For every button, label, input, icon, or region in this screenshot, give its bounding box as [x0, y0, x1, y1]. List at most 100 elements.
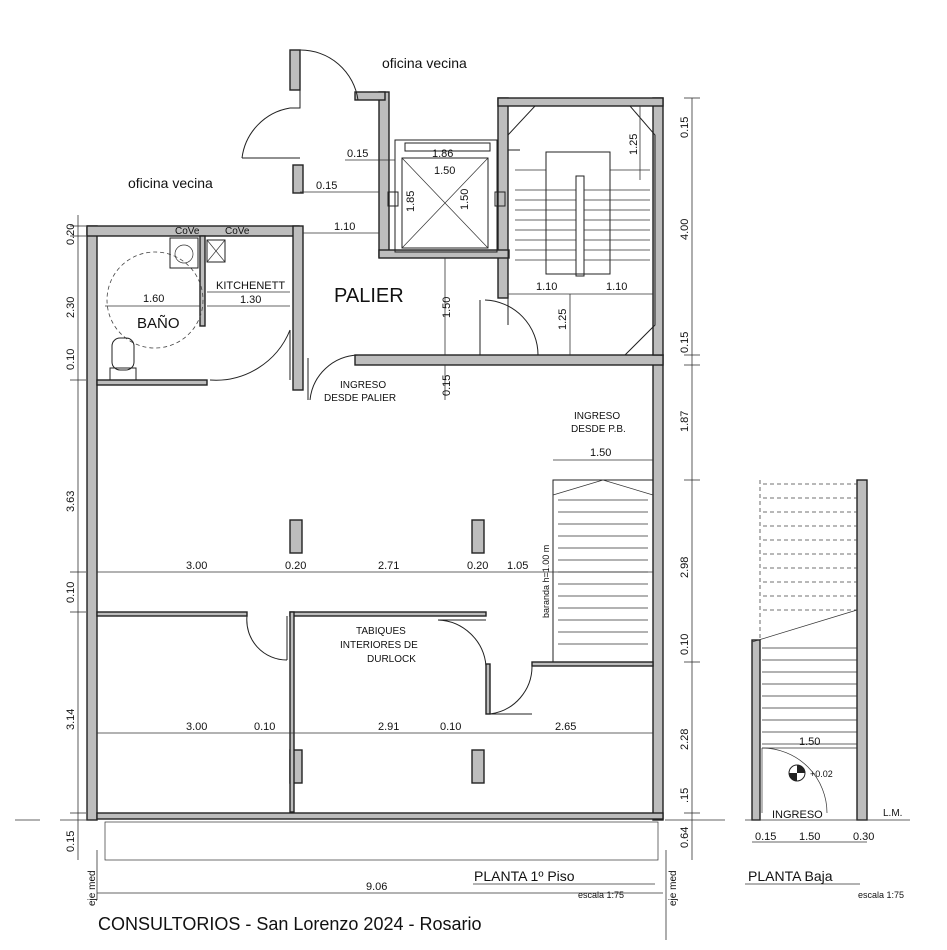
label-baranda: baranda h=1.00 m — [541, 545, 551, 618]
bath-fixtures — [106, 237, 290, 381]
label-tabiques-3: DURLOCK — [367, 654, 416, 665]
dim-right-010: 0.10 — [679, 634, 691, 655]
dim-010-a: 0.10 — [254, 721, 275, 733]
pb-solid-treads — [762, 647, 857, 745]
partition-vertical-2 — [485, 663, 491, 715]
bath-door-swing — [209, 329, 291, 381]
column-4 — [471, 749, 485, 784]
dim-300-b: 3.00 — [186, 721, 207, 733]
elevator-left-wall — [378, 91, 390, 258]
neighbor-door-swing-1 — [299, 49, 359, 101]
dim-left-363: 3.63 — [65, 491, 77, 512]
label-eje-med-1: eje med — [87, 870, 98, 906]
dim-015-a: 0.15 — [347, 148, 368, 160]
dim-left-015: 0.15 — [65, 831, 77, 852]
office-door-swing-1 — [246, 615, 288, 661]
dim-130: 1.30 — [240, 294, 261, 306]
elevator-rail — [387, 191, 399, 207]
pb-entry-door-swing — [761, 747, 828, 814]
accessibility-turning-circle — [106, 251, 204, 349]
stair-left-wall — [497, 97, 509, 299]
label-palier: PALIER — [334, 285, 404, 307]
label-ingreso-pb-2: DESDE P.B. — [571, 424, 626, 435]
dim-left-010-b: 0.10 — [65, 582, 77, 603]
elevator-shaft — [394, 139, 498, 253]
label-ingreso-palier-2: DESDE PALIER — [324, 393, 396, 404]
dim-pb-150-h: 1.50 — [799, 831, 820, 843]
label-cove-1: CoVe — [175, 226, 200, 237]
palier-left-wall — [292, 164, 304, 194]
stair-upper-treads — [515, 169, 650, 261]
label-ingreso-baja: INGRESO — [772, 809, 823, 821]
dim-right-015-b: 0.15 — [679, 332, 691, 353]
sidewalk-strip — [104, 821, 659, 861]
column-1 — [289, 519, 303, 554]
doors — [209, 49, 539, 715]
dim-left-010-a: 0.10 — [65, 349, 77, 370]
label-tabiques-1: TABIQUES — [356, 626, 406, 637]
dim-pb-030: 0.30 — [853, 831, 874, 843]
walls — [86, 49, 664, 821]
dim-015-c: 0.15 — [441, 375, 453, 396]
neighbor-wall — [289, 49, 301, 91]
dim-125-b: 1.25 — [557, 309, 569, 330]
dim-150-pb: 1.50 — [590, 447, 611, 459]
stair-upper — [507, 105, 656, 356]
partition-vertical-1 — [289, 611, 295, 813]
dimension-labels: 0.15 1.86 1.50 1.85 1.50 0.15 1.10 1.25 … — [65, 117, 874, 893]
dim-right-015-a: 0.15 — [679, 117, 691, 138]
dim-265: 2.65 — [555, 721, 576, 733]
label-tabiques-2: INTERIORES DE — [340, 640, 418, 651]
dim-906: 9.06 — [366, 881, 387, 893]
left-exterior-wall — [86, 225, 98, 821]
dim-150-asc: 1.50 — [434, 165, 455, 177]
dim-020-b: 0.20 — [467, 560, 488, 572]
label-oficina-vecina-left: oficina vecina — [128, 175, 213, 191]
sink-icon — [169, 237, 199, 269]
label-nivel: +0.02 — [810, 769, 833, 779]
stair-main — [552, 479, 654, 663]
dim-105: 1.05 — [507, 560, 528, 572]
dim-300-a: 3.00 — [186, 560, 207, 572]
title-planta-1: PLANTA 1º Piso — [474, 868, 575, 884]
stair-main-treads — [558, 499, 648, 645]
dim-160: 1.60 — [143, 293, 164, 305]
dimension-lines — [15, 97, 910, 940]
neighbor-door-swing-2 — [241, 107, 291, 159]
room-labels: oficina vecina oficina vecina PALIER BAÑ… — [87, 55, 902, 906]
dim-110-pal: 1.10 — [334, 221, 355, 233]
label-bano: BAÑO — [137, 315, 180, 332]
label-cove-2: CoVe — [225, 226, 250, 237]
pb-right-wall — [856, 479, 868, 821]
dim-291: 2.91 — [378, 721, 399, 733]
pb-left-wall — [751, 639, 761, 821]
dim-020-a: 0.20 — [285, 560, 306, 572]
label-kitchenett: KITCHENETT — [216, 280, 285, 292]
stair-door-swing — [484, 299, 539, 356]
dim-110-b: 1.10 — [606, 281, 627, 293]
dim-right-298: 2.98 — [679, 557, 691, 578]
main-top-wall — [354, 354, 664, 366]
dim-pb-150-v: 1.50 — [799, 736, 820, 748]
label-oficina-vecina-top: oficina vecina — [382, 55, 467, 71]
dim-pb-015: 0.15 — [755, 831, 776, 843]
titles: PLANTA 1º Piso escala 1:75 PLANTA Baja e… — [98, 868, 904, 934]
right-exterior-wall — [652, 354, 664, 821]
partition-right — [531, 661, 654, 667]
kitchen-box-icon — [206, 239, 226, 263]
dim-015-b: 0.15 — [316, 180, 337, 192]
neighbor-wall-2 — [354, 91, 386, 101]
dim-right-15: .15 — [679, 788, 691, 803]
dim-271: 2.71 — [378, 560, 399, 572]
dim-left-314: 3.14 — [65, 709, 77, 730]
label-lm: L.M. — [883, 808, 902, 819]
kitchen-partition — [199, 235, 206, 327]
dim-125-top: 1.25 — [628, 134, 640, 155]
label-eje-med-2: eje med — [668, 870, 679, 906]
scale-1: escala 1:75 — [578, 890, 624, 900]
pb-dashed-treads — [763, 483, 857, 611]
project-title: CONSULTORIOS - San Lorenzo 2024 - Rosari… — [98, 914, 482, 934]
dim-left-230: 2.30 — [65, 297, 77, 318]
label-ingreso-pb-1: INGRESO — [574, 411, 620, 422]
